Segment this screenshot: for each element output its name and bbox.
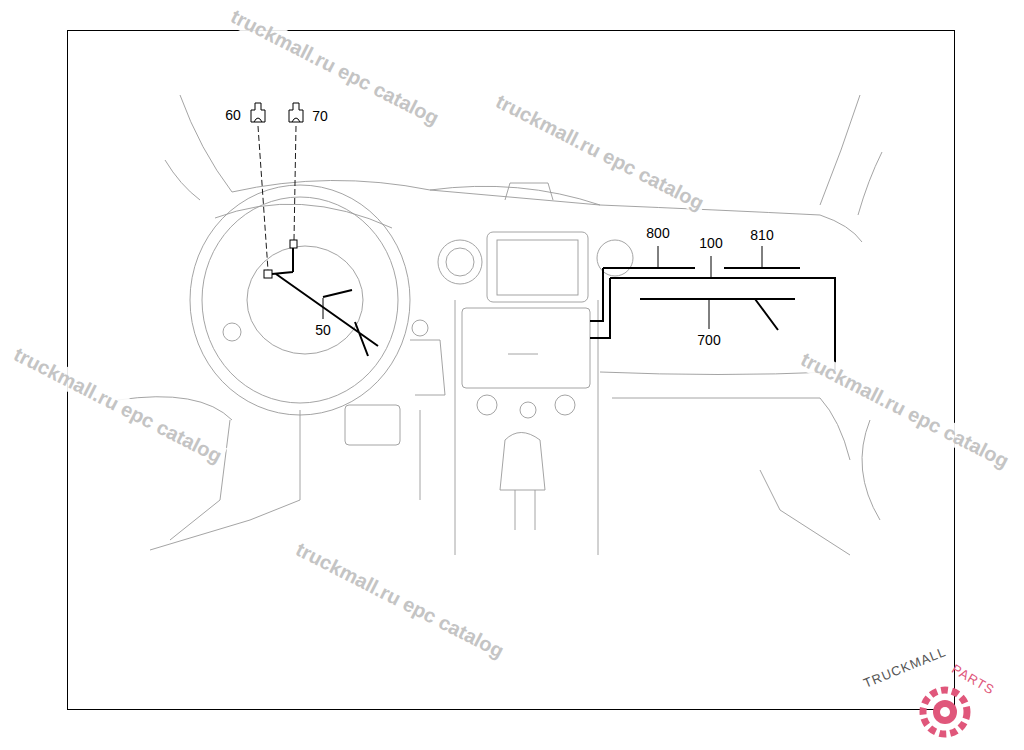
- watermark: truckmall.ru epc catalog: [491, 89, 710, 215]
- callout-number: 70: [312, 109, 328, 124]
- watermark: truckmall.ru epc catalog: [9, 342, 228, 468]
- logo-text: TRUCKMALL: [862, 645, 949, 691]
- callout-number: 100: [699, 236, 722, 251]
- callout-number: 800: [646, 226, 669, 241]
- watermark: truckmall.ru epc catalog: [226, 4, 445, 130]
- logo-text: PARTS: [949, 662, 997, 698]
- watermark: truckmall.ru epc catalog: [291, 537, 510, 663]
- callout-number: 810: [750, 228, 773, 243]
- dashboard-outline: [118, 95, 882, 555]
- callout-number: 50: [315, 323, 331, 338]
- watermark: truckmall.ru epc catalog: [796, 347, 1015, 473]
- callout-number: 700: [697, 333, 720, 348]
- leader-lines: [258, 126, 835, 370]
- logo-gear: [923, 690, 967, 734]
- callout-number: 60: [225, 108, 241, 123]
- connector-icons: [251, 103, 303, 122]
